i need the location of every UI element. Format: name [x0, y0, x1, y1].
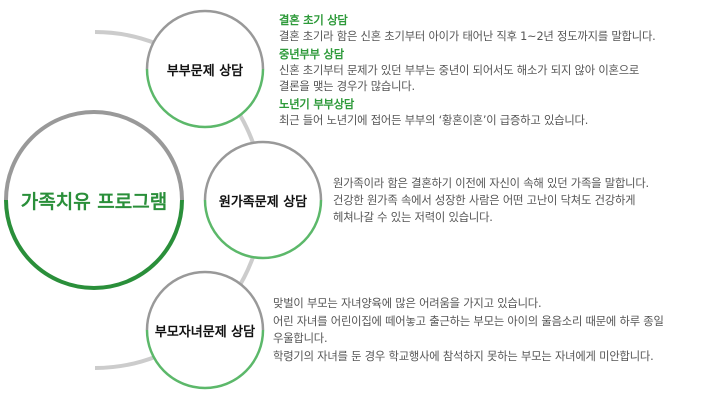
- section-line: 신혼 초기부터 문제가 있던 부부는 중년이 되어서도 해소가 되지 않아 이혼…: [279, 64, 640, 77]
- node-circle-parent-child: [145, 270, 265, 390]
- section-heading: 노년기 부부상담: [279, 98, 355, 111]
- description-line: 맞벌이 부모는 자녀양육에 많은 어려움을 가지고 있습니다.: [273, 297, 542, 310]
- section-line: 최근 들어 노년기에 접어든 부부의 ‘황혼이혼’이 급증하고 있습니다.: [279, 114, 589, 127]
- section-line: 결론을 맺는 경우가 많습니다.: [279, 80, 415, 93]
- node-title-parent-child: 부모자녀문제 상담: [154, 324, 256, 340]
- couple-description: 결혼 초기 상담 결혼 초기라 함은 신혼 초기부터 아이가 태어난 직후 1~…: [279, 13, 656, 129]
- node-title-couple: 부부문제 상담: [166, 63, 244, 79]
- description-line: 학령기의 자녀를 둔 경우 학교행사에 참석하지 못하는 부모는 자녀에게 미안…: [273, 349, 654, 363]
- main-circle-top-arc: [4, 110, 184, 201]
- main-circle-bottom-arc: [4, 199, 184, 290]
- node-circle-couple: [145, 9, 265, 129]
- main-title: 가족치유 프로그램: [20, 190, 168, 213]
- description-line: 건강한 원가족 속에서 성장한 사람은 어떤 고난이 닥쳐도 건강하게: [333, 194, 636, 207]
- node-title-origin-family: 원가족문제 상담: [218, 194, 308, 210]
- section-heading: 중년부부 상담: [279, 48, 344, 61]
- description-line: 원가족이라 함은 결혼하기 이전에 자신이 속해 있던 가족을 말합니다.: [333, 177, 649, 190]
- main-circle-fill: [6, 112, 182, 288]
- node-circle-origin-family: [203, 140, 323, 260]
- parent-child-description: 맞벌이 부모는 자녀양육에 많은 어려움을 가지고 있습니다. 어린 자녀를 어…: [273, 295, 664, 365]
- description-line: 어린 자녀를 어린이집에 떼어놓고 출근하는 부모는 아이의 울음소리 때문에 …: [273, 314, 664, 328]
- section-line: 결혼 초기라 함은 신혼 초기부터 아이가 태어난 직후 1~2년 정도까지를 …: [279, 30, 656, 43]
- origin-family-description: 원가족이라 함은 결혼하기 이전에 자신이 속해 있던 가족을 말합니다. 건강…: [333, 175, 649, 226]
- description-line: 우울합니다.: [273, 332, 328, 345]
- section-heading: 결혼 초기 상담: [279, 14, 348, 27]
- description-line: 헤쳐나갈 수 있는 저력이 있습니다.: [333, 211, 493, 224]
